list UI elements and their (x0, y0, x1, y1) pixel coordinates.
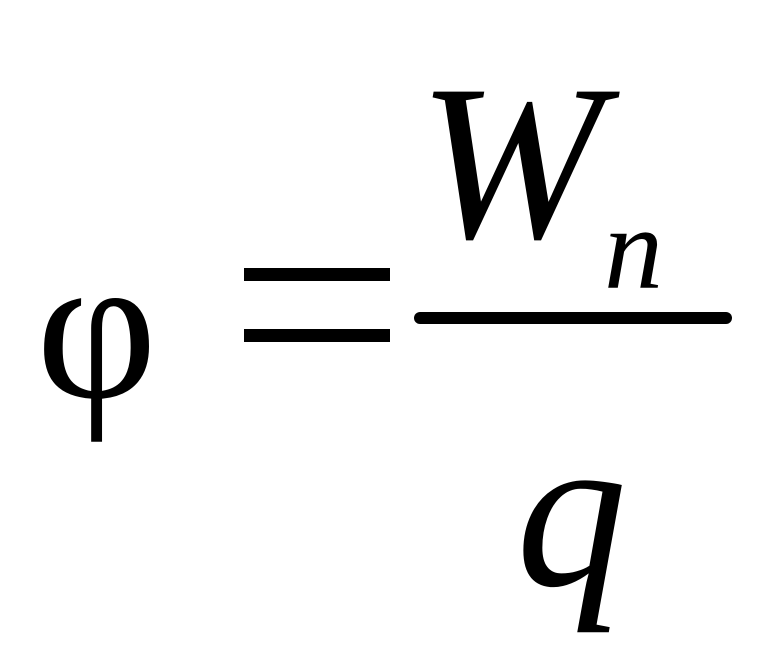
formula-lhs-symbol: φ (36, 211, 158, 443)
numerator-subscript: n (604, 183, 663, 314)
equals-bar-bottom (244, 329, 390, 342)
denominator: q (516, 388, 627, 634)
equals-sign (244, 262, 390, 348)
fraction-bar (414, 312, 732, 324)
equals-bar-top (244, 268, 390, 281)
numerator-base: W (418, 40, 603, 286)
